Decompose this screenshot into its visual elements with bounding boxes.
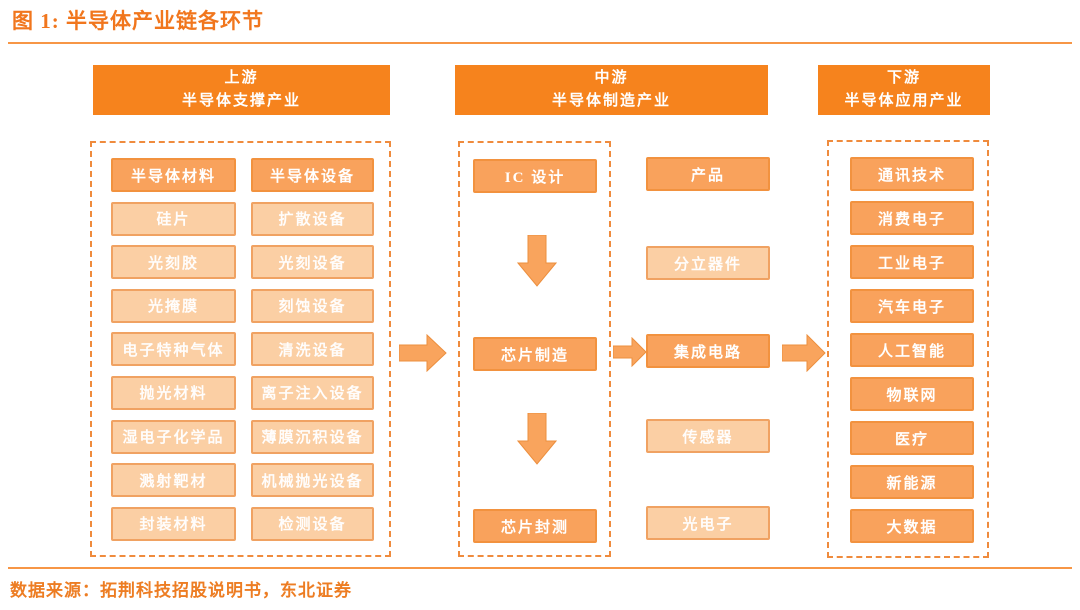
header-midstream-line2: 半导体制造产业 — [551, 93, 671, 109]
box-semiconductor-equipment: 半导体设备 — [251, 158, 374, 192]
header-midstream: 中游 半导体制造产业 — [455, 65, 768, 115]
box-thin-film-deposition-equipment: 薄膜沉积设备 — [251, 419, 374, 454]
flow-arrow-down-icon — [517, 413, 557, 465]
upstream-group: 半导体材料 硅片 光刻胶 光掩膜 电子特种气体 抛光材料 湿电子化学品 溅射靶材… — [90, 141, 391, 557]
box-inspection-equipment: 检测设备 — [251, 506, 374, 541]
box-chip-manufacturing: 芯片制造 — [473, 337, 597, 371]
box-automotive-electronics: 汽车电子 — [850, 289, 974, 323]
box-ic-design: IC 设计 — [473, 159, 597, 193]
box-mechanical-polishing-equipment: 机械抛光设备 — [251, 463, 374, 498]
box-sputtering-target: 溅射靶材 — [111, 463, 236, 498]
downstream-group: 通讯技术 消费电子 工业电子 汽车电子 人工智能 物联网 医疗 新能源 大数据 — [827, 140, 989, 558]
flow-arrow-right-icon — [782, 334, 826, 372]
box-integrated-circuits: 集成电路 — [646, 334, 770, 368]
box-new-energy: 新能源 — [850, 465, 974, 499]
box-ion-implantation-equipment: 离子注入设备 — [251, 375, 374, 410]
header-upstream-line1: 上游 — [224, 70, 259, 86]
figure-title: 图 1: 半导体产业链各环节 — [12, 9, 264, 33]
footer-divider — [8, 567, 1072, 569]
box-big-data: 大数据 — [850, 509, 974, 543]
box-discrete-devices: 分立器件 — [646, 246, 770, 280]
box-artificial-intelligence: 人工智能 — [850, 333, 974, 367]
header-downstream-line1: 下游 — [886, 70, 921, 86]
box-photomask: 光掩膜 — [111, 288, 236, 323]
box-products: 产品 — [646, 157, 770, 191]
box-electronic-specialty-gas: 电子特种气体 — [111, 332, 236, 367]
box-cleaning-equipment: 清洗设备 — [251, 332, 374, 367]
title-divider — [8, 42, 1072, 44]
box-diffusion-equipment: 扩散设备 — [251, 201, 374, 236]
box-sensors: 传感器 — [646, 419, 770, 453]
box-wet-electronic-chemicals: 湿电子化学品 — [111, 419, 236, 454]
box-industrial-electronics: 工业电子 — [850, 245, 974, 279]
header-downstream: 下游 半导体应用产业 — [818, 65, 990, 115]
box-etching-equipment: 刻蚀设备 — [251, 288, 374, 323]
box-lithography-equipment: 光刻设备 — [251, 245, 374, 280]
flow-arrow-right-icon — [399, 334, 447, 372]
box-internet-of-things: 物联网 — [850, 377, 974, 411]
header-upstream: 上游 半导体支撑产业 — [93, 65, 390, 115]
header-upstream-line2: 半导体支撑产业 — [181, 93, 301, 109]
flow-arrow-down-icon — [517, 235, 557, 287]
box-photoresist: 光刻胶 — [111, 245, 236, 280]
header-midstream-line1: 中游 — [594, 70, 629, 86]
box-packaging-materials: 封装材料 — [111, 506, 236, 541]
box-chip-packaging-testing: 芯片封测 — [473, 509, 597, 543]
box-optoelectronics: 光电子 — [646, 506, 770, 540]
box-communication-technology: 通讯技术 — [850, 157, 974, 191]
flow-arrow-right-icon — [613, 337, 647, 367]
box-medical: 医疗 — [850, 421, 974, 455]
midstream-process-group: IC 设计 芯片制造 芯片封测 — [458, 141, 611, 557]
box-silicon-wafer: 硅片 — [111, 201, 236, 236]
box-polishing-materials: 抛光材料 — [111, 375, 236, 410]
data-source-note: 数据来源：拓荆科技招股说明书，东北证券 — [10, 581, 352, 600]
box-consumer-electronics: 消费电子 — [850, 201, 974, 235]
header-downstream-line2: 半导体应用产业 — [844, 93, 964, 109]
box-semiconductor-materials: 半导体材料 — [111, 158, 236, 192]
